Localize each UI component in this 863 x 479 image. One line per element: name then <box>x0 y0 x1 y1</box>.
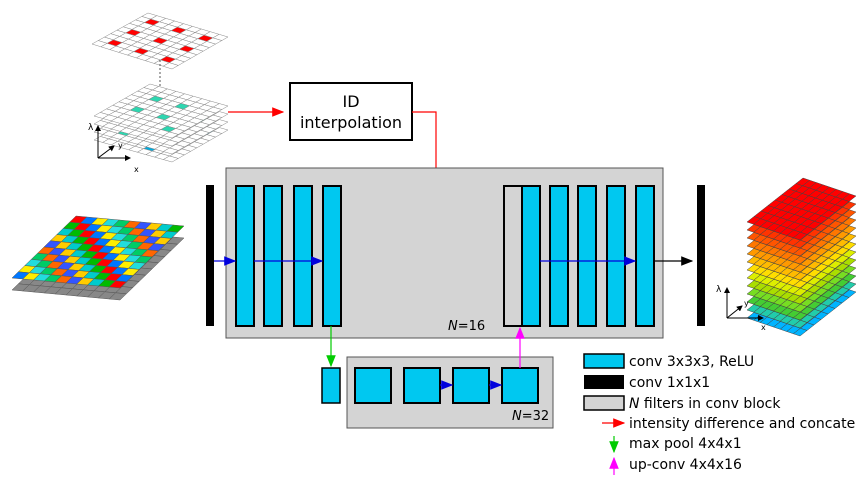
legend-filters-swatch <box>583 395 625 411</box>
axis-y-label: y <box>118 141 123 150</box>
legend-conv1x1-swatch <box>584 375 624 389</box>
pooled-block <box>321 367 341 404</box>
legend-conv1x1-text: conv 1x1x1 <box>629 375 710 391</box>
conv1x1-input <box>206 185 214 326</box>
legend-conv-text: conv 3x3x3, ReLU <box>629 354 754 370</box>
legend: conv 3x3x3, ReLU conv 1x1x1 N filters in… <box>583 353 855 475</box>
encoder-convs <box>235 185 342 327</box>
axis-x-label: x <box>134 165 139 174</box>
legend-filters-text: N filters in conv block <box>629 396 781 412</box>
legend-intensity-text: intensity difference and concate <box>629 416 855 432</box>
encoder-decoder-block <box>225 167 664 339</box>
n16-label: N=16 <box>448 319 485 334</box>
interpolation-title-1: ID <box>342 92 359 111</box>
legend-upconv-text: up-conv 4x4x16 <box>629 457 742 473</box>
axis-y-label-right: y <box>744 299 749 308</box>
axes-top-left: λ y x <box>88 123 139 174</box>
legend-maxpool-text: max pool 4x4x1 <box>629 436 742 452</box>
axes-bottom-right: λ y x <box>716 285 766 332</box>
input-image-grid <box>11 215 185 301</box>
legend-conv-swatch <box>583 353 625 369</box>
interpolation-title-2: interpolation <box>300 113 402 132</box>
axis-z-label: λ <box>88 123 94 133</box>
bottleneck-convs <box>354 367 539 404</box>
axis-z-label-right: λ <box>716 285 722 295</box>
teal-grid-stack <box>93 83 229 163</box>
conv1x1-output <box>697 185 705 326</box>
sparse-input-grid <box>91 12 229 70</box>
concat-block <box>503 185 523 327</box>
axis-x-label-right: x <box>761 323 766 332</box>
decoder-convs <box>521 185 655 327</box>
output-spectral-stack <box>746 177 857 337</box>
n32-label: N=32 <box>512 409 549 424</box>
